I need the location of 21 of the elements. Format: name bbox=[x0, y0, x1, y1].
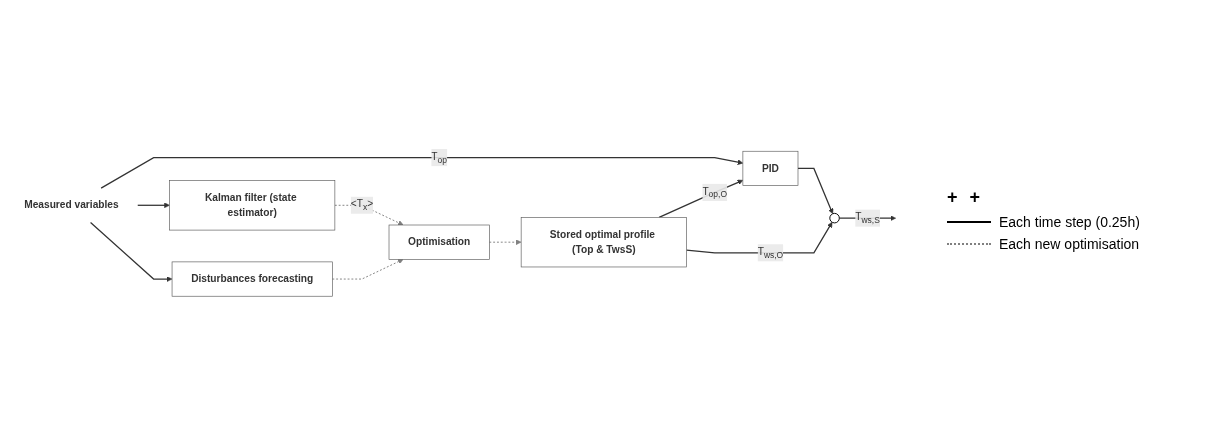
node-box: Optimisation bbox=[388, 224, 490, 260]
sign-label: + bbox=[969, 187, 981, 207]
arrow bbox=[658, 179, 744, 218]
edge-label: T$_{op,O}$ bbox=[702, 185, 727, 200]
arrow bbox=[137, 202, 170, 208]
edge-label: T$_{ws,S}$ bbox=[855, 211, 880, 225]
sign-label: + bbox=[947, 187, 958, 207]
arrow bbox=[797, 167, 834, 214]
edge-label: T$_{ws,O}$ bbox=[757, 245, 784, 260]
arrow bbox=[100, 156, 744, 189]
node-box: Kalman filter (state estimator) bbox=[169, 180, 336, 231]
legend-text: Each new optimisation bbox=[999, 236, 1140, 252]
edge-label: <T$_{x}$> bbox=[350, 198, 374, 212]
node-box: Stored optimal profile (Top & TwsS) bbox=[520, 216, 687, 268]
edge-label: T$_{op}$ bbox=[431, 150, 447, 165]
node-box: PID bbox=[742, 150, 799, 186]
legend-text: Each time step (0.25h) bbox=[999, 214, 1140, 230]
node-circle bbox=[829, 212, 840, 224]
node-text: Measured variables bbox=[24, 199, 119, 211]
node-box: Disturbances forecasting bbox=[171, 261, 333, 297]
arrow bbox=[89, 221, 173, 282]
